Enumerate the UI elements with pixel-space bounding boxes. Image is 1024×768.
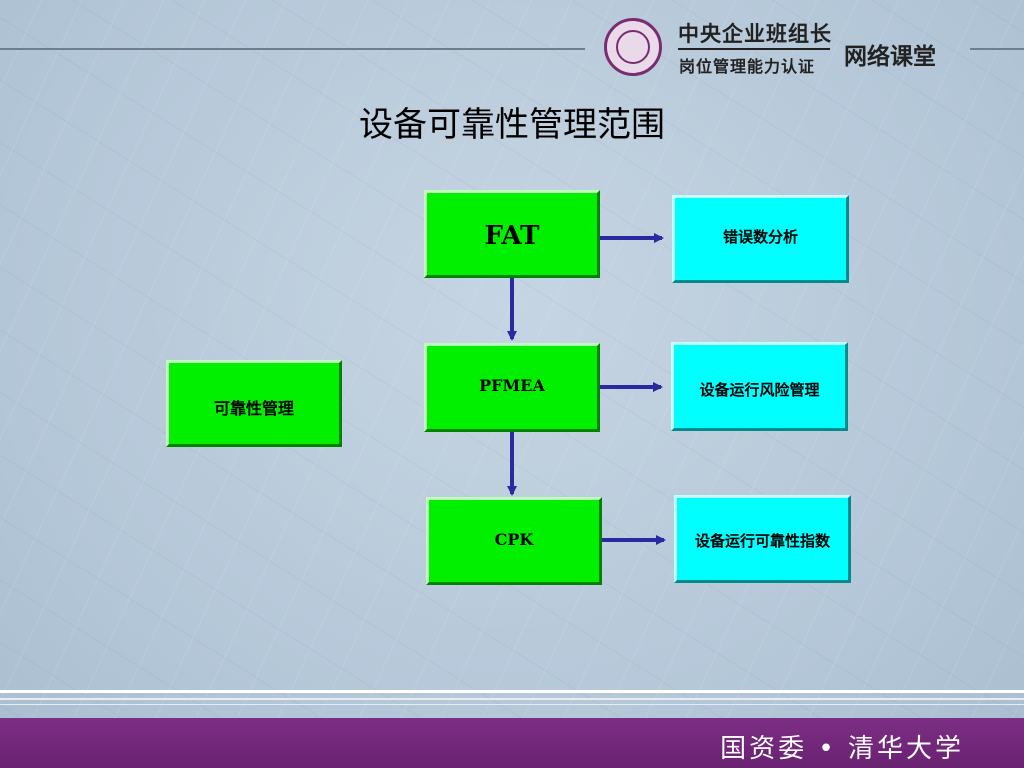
brand-divider bbox=[678, 48, 830, 50]
step-box-pfmea: PFMEA bbox=[424, 343, 600, 432]
page-title: 设备可靠性管理范围 bbox=[359, 105, 665, 145]
step-label-pfmea: PFMEA bbox=[479, 376, 545, 395]
brand-line-1: 中央企业班组长 bbox=[678, 22, 832, 46]
result-label-pfmea: 设备运行风险管理 bbox=[699, 381, 820, 399]
step-box-cpk: CPK bbox=[426, 497, 602, 585]
footer-rules bbox=[0, 690, 1024, 720]
header-rule-right bbox=[970, 48, 1024, 50]
header-rule-left bbox=[0, 48, 585, 50]
root-box: 可靠性管理 bbox=[166, 360, 342, 447]
result-box-cpk: 设备运行可靠性指数 bbox=[674, 495, 851, 583]
footer-bar: 国资委 • 清华大学 bbox=[0, 718, 1024, 768]
university-seal-icon bbox=[604, 18, 662, 76]
step-label-cpk: CPK bbox=[494, 530, 534, 549]
root-label: 可靠性管理 bbox=[213, 399, 294, 418]
brand-course-label: 网络课堂 bbox=[844, 43, 936, 70]
result-box-fat: 错误数分析 bbox=[672, 195, 849, 283]
result-label-cpk: 设备运行可靠性指数 bbox=[694, 532, 830, 550]
result-label-fat: 错误数分析 bbox=[722, 228, 798, 246]
step-box-fat: FAT bbox=[424, 190, 600, 278]
footer-text: 国资委 • 清华大学 bbox=[720, 734, 964, 764]
result-box-pfmea: 设备运行风险管理 bbox=[671, 342, 848, 431]
step-label-fat: FAT bbox=[484, 221, 540, 251]
brand-line-2: 岗位管理能力认证 bbox=[679, 57, 816, 76]
